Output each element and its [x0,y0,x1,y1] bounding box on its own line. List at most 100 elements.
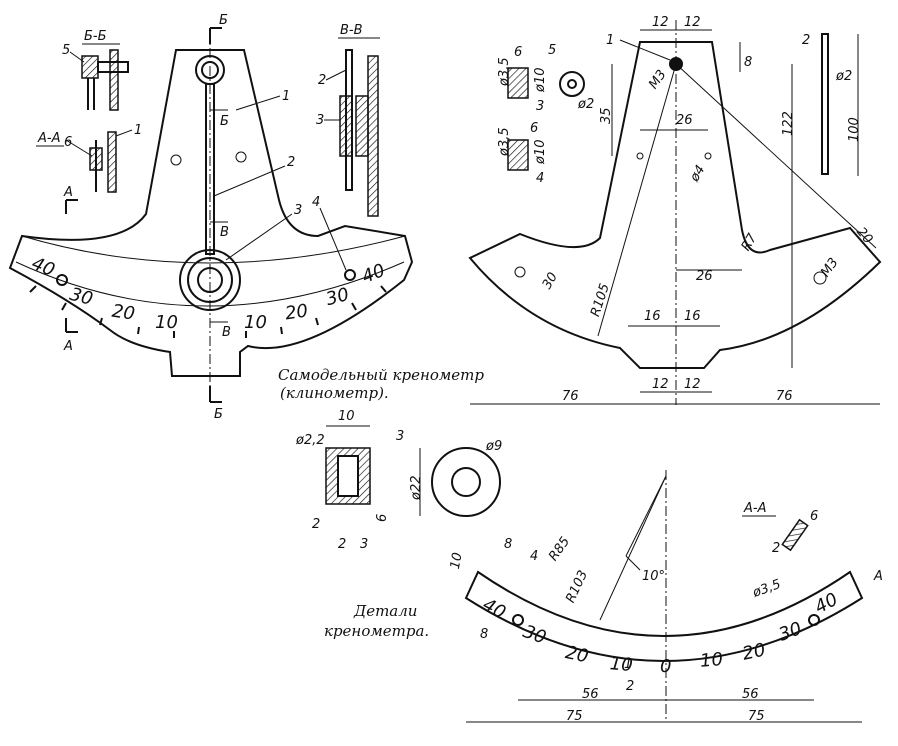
section-mark-b-mid: Б [220,114,229,129]
dim-56-left: 56 [582,687,599,702]
dim-100: 100 [847,117,862,142]
dim-dia10-a: ø10 [533,68,548,94]
callout-3-vv: 3 [316,113,324,128]
body-outline-dimensioned [468,41,882,369]
scale-detail-10-right: 10 [699,649,724,672]
callout-2-vv: 2 [318,73,326,88]
dim-122: 122 [781,111,796,136]
callout-3-main: 3 [294,203,302,218]
section-bb-view: Б-Б 5 [62,29,129,111]
weight-detail-view: 10 ø2,2 3 6 2 2 3 ø22 ø9 [295,409,502,552]
dim-16-right: 16 [684,309,701,324]
dim-6-b: 6 [530,121,538,136]
dim-26-upper: 26 [676,113,693,128]
body-hole-left [170,154,182,166]
dim-10-deg: 10° [642,569,665,584]
dim-8: 8 [744,55,752,70]
scale-detail-20-left: 20 [564,642,591,667]
dim-10-scale-left: 10 [448,551,466,570]
dim-4: 4 [536,171,544,186]
dim-dia35-b: ø3,5 [497,127,512,157]
section-aa-small-view: А-А 6 1 [36,123,142,193]
dim-2-weight-a: 2 [312,517,320,532]
dim-76-right: 76 [776,389,793,404]
dim-75-right: 75 [748,709,765,724]
callout-2-main: 2 [287,155,295,170]
dim-dia2-a: ø2 [577,97,594,112]
section-mark-v-mid: В [220,225,229,240]
scale-screw-left [56,274,68,286]
callout-1-dim: 1 [606,33,614,48]
caption-title-line2: (клинометр). [280,384,389,402]
dim-12-bottom-right: 12 [684,377,701,392]
section-mark-a-bottom: А [63,339,73,354]
dim-8-scale-left: 8 [480,627,488,642]
callout-1-aa: 1 [134,123,142,138]
section-vv-title: В-В [340,23,363,38]
dim-2-tick: 2 [626,679,634,694]
callout-4-main: 4 [312,195,320,210]
dim-12-top-right: 12 [684,15,701,30]
dim-dia35-scale: ø3,5 [750,577,783,601]
dim-12-top-left: 12 [652,15,669,30]
dim-dia10-b: ø10 [533,140,548,166]
dim-dia35-a: ø3,5 [497,57,512,87]
dim-75-left: 75 [566,709,583,724]
dim-56-right: 56 [742,687,759,702]
dim-30: 30 [540,270,561,292]
dim-r103: R103 [563,568,591,605]
small-parts-view: ø3,5 6 5 ø10 3 ø2 ø3,5 6 ø10 4 [497,43,594,186]
caption-details-line1: Детали [353,602,417,620]
section-mark-a-top: А [63,185,73,200]
scale-label-right-10: 10 [244,312,267,333]
dim-dia22-weight: ø2,2 [295,433,325,448]
dim-dia2-rod: ø2 [835,69,852,84]
dim-dia9: ø9 [485,439,502,454]
dim-2-aa-detail: 2 [772,541,780,556]
scale-detail-0: 0 [660,656,671,677]
scale-ticks [29,285,387,338]
callout-3-weight: 3 [396,429,404,444]
section-vv-view: В-В 2 3 [316,23,380,217]
dim-16-left: 16 [644,309,661,324]
dim-8-scale-top: 8 [504,537,512,552]
callout-1-main: 1 [282,89,290,104]
section-mark-b-bottom: Б [214,407,223,422]
dim-1-tick: 1 [624,657,632,672]
callout-2-rod: 2 [802,33,810,48]
dim-dia4: ø4 [687,163,709,185]
dim-26-lower: 26 [696,269,713,284]
dim-76-left: 76 [562,389,579,404]
caption-title-line1: Самодельный кренометр [278,366,484,384]
scale-detail-20-right: 20 [741,639,768,664]
scale-detail-outline [464,570,864,662]
scale-label-right-20: 20 [284,300,310,324]
rod-detail-view: 2 ø2 100 [802,33,862,176]
dim-3-weight: 3 [360,537,368,552]
section-mark-v-low: В [222,325,231,340]
scale-screw-right [344,269,356,281]
scale-detail-view: 40 30 20 10 0 10 20 30 40 4 8 10 8 R85 R… [448,470,883,724]
caption-details-line2: кренометра. [324,622,429,640]
dim-10-weight: 10 [338,409,355,424]
dim-12-bottom-left: 12 [652,377,669,392]
dim-6-a: 6 [514,45,522,60]
dim-2-weight-b: 2 [338,537,346,552]
main-assembly-view: 40 30 20 10 10 20 30 40 Б Б Б В [8,13,414,422]
dim-r85: R85 [546,534,573,564]
callout-5-small: 5 [548,43,556,58]
dim-6-aa-detail: 6 [810,509,818,524]
scale-label-left-20: 20 [111,301,137,325]
dim-dia22-face: ø22 [409,476,424,502]
callout-5-bb: 5 [62,43,70,58]
body-dimension-view: 12 12 8 35 26 ø4 M3 122 R7 20 M3 26 30 R… [468,15,882,405]
section-mark-b-top: Б [219,13,228,28]
section-bb-title: Б-Б [84,29,107,44]
dim-35: 35 [599,107,614,124]
callout-4-scale: 4 [530,549,538,564]
scale-arc-band [21,235,406,264]
section-mark-a-scale: А [873,569,883,584]
callout-6-aa: 6 [64,135,72,150]
scale-detail-10-left: 10 [609,653,634,676]
body-hole-right [235,151,247,163]
